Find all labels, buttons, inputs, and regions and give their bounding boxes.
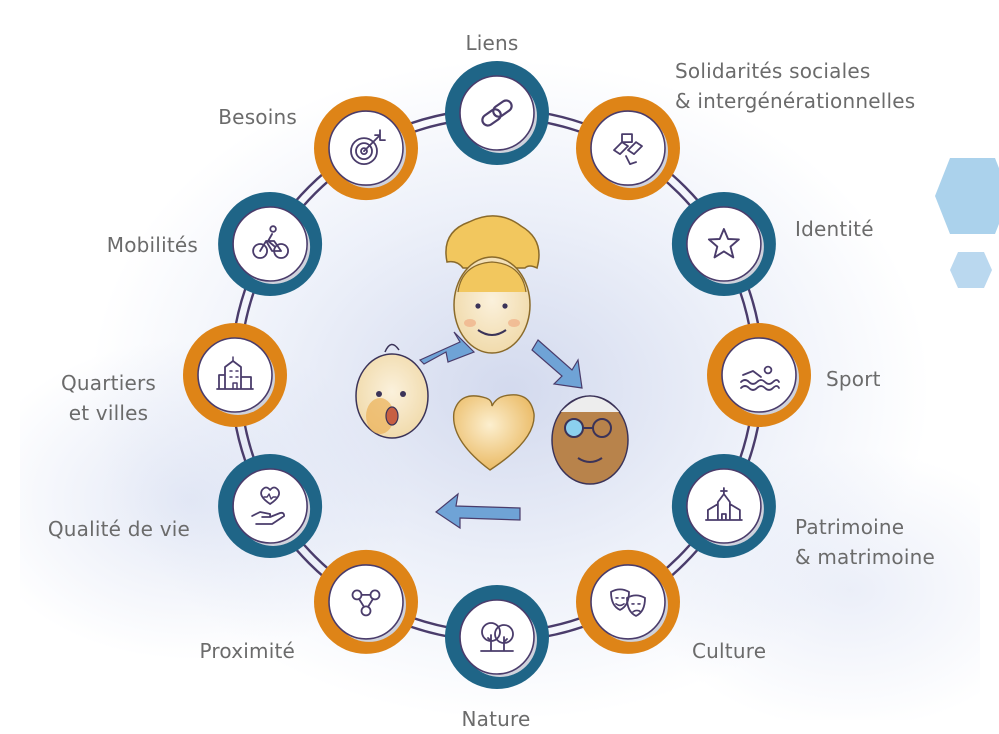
label-proximite: Proximité: [200, 636, 296, 666]
node-disc: [197, 337, 273, 413]
node-identite: [671, 192, 776, 296]
theater-masks-icon: [610, 588, 646, 617]
label-qualite: Qualité de vie: [48, 514, 190, 544]
buildings-icon: [216, 356, 254, 390]
node-sport: [707, 323, 811, 427]
label-culture: Culture: [692, 636, 766, 666]
label-line: & matrimoine: [795, 545, 935, 569]
node-proximite: [314, 549, 418, 654]
label-line: & intergénérationnelles: [675, 89, 916, 113]
node-besoins: [314, 96, 418, 201]
label-line: Besoins: [218, 105, 297, 129]
node-mobilites: [218, 192, 323, 296]
label-identite: Identité: [795, 214, 874, 244]
label-line: Liens: [465, 31, 519, 55]
label-quartiers: Quartiers et villes: [61, 368, 156, 428]
hand-heart-icon: [251, 486, 286, 525]
node-disc: [328, 564, 404, 640]
trees-icon: [480, 622, 514, 652]
label-line: Quartiers: [60, 371, 156, 395]
node-liens: [445, 61, 549, 165]
node-solidarites: [576, 96, 680, 201]
label-line: Solidarités sociales: [675, 59, 871, 83]
node-disc: [232, 206, 308, 282]
star-icon: [707, 228, 740, 259]
label-line: Mobilités: [106, 233, 198, 257]
label-solidarites: Solidarités sociales & intergénérationnel…: [675, 56, 915, 116]
label-line: Proximité: [199, 639, 295, 663]
node-qualite: [218, 454, 323, 558]
connector-ring: [229, 107, 765, 643]
node-disc: [232, 468, 308, 544]
label-line: et villes: [68, 401, 149, 425]
node-quartiers: [183, 323, 287, 427]
label-line: Patrimoine: [795, 515, 905, 539]
node-disc: [459, 75, 535, 151]
hands-icon: [613, 133, 643, 166]
node-patrimoine: [671, 454, 776, 558]
label-besoins: Besoins: [218, 102, 297, 132]
bicycle-icon: [252, 225, 290, 259]
label-patrimoine: Patrimoine & matrimoine: [795, 512, 935, 572]
label-line: Qualité de vie: [47, 517, 190, 541]
target-icon: [350, 129, 386, 166]
node-disc: [590, 110, 666, 186]
network-icon: [351, 589, 381, 617]
node-culture: [576, 549, 680, 654]
node-disc: [686, 206, 762, 282]
link-icon: [481, 99, 513, 127]
swimmer-icon: [740, 365, 780, 391]
label-line: Nature: [461, 707, 531, 731]
label-liens: Liens: [465, 28, 518, 58]
people-illustration: [355, 215, 629, 530]
label-line: Sport: [826, 367, 881, 391]
label-sport: Sport: [826, 364, 881, 394]
label-line: Culture: [692, 639, 767, 663]
label-mobilites: Mobilités: [107, 230, 198, 260]
church-icon: [705, 487, 743, 521]
node-disc: [459, 599, 535, 675]
node-disc: [686, 468, 762, 544]
hexagon-decoration: [935, 158, 999, 288]
node-nature: [445, 585, 549, 689]
label-nature: Nature: [461, 704, 530, 734]
label-line: Identité: [795, 217, 874, 241]
